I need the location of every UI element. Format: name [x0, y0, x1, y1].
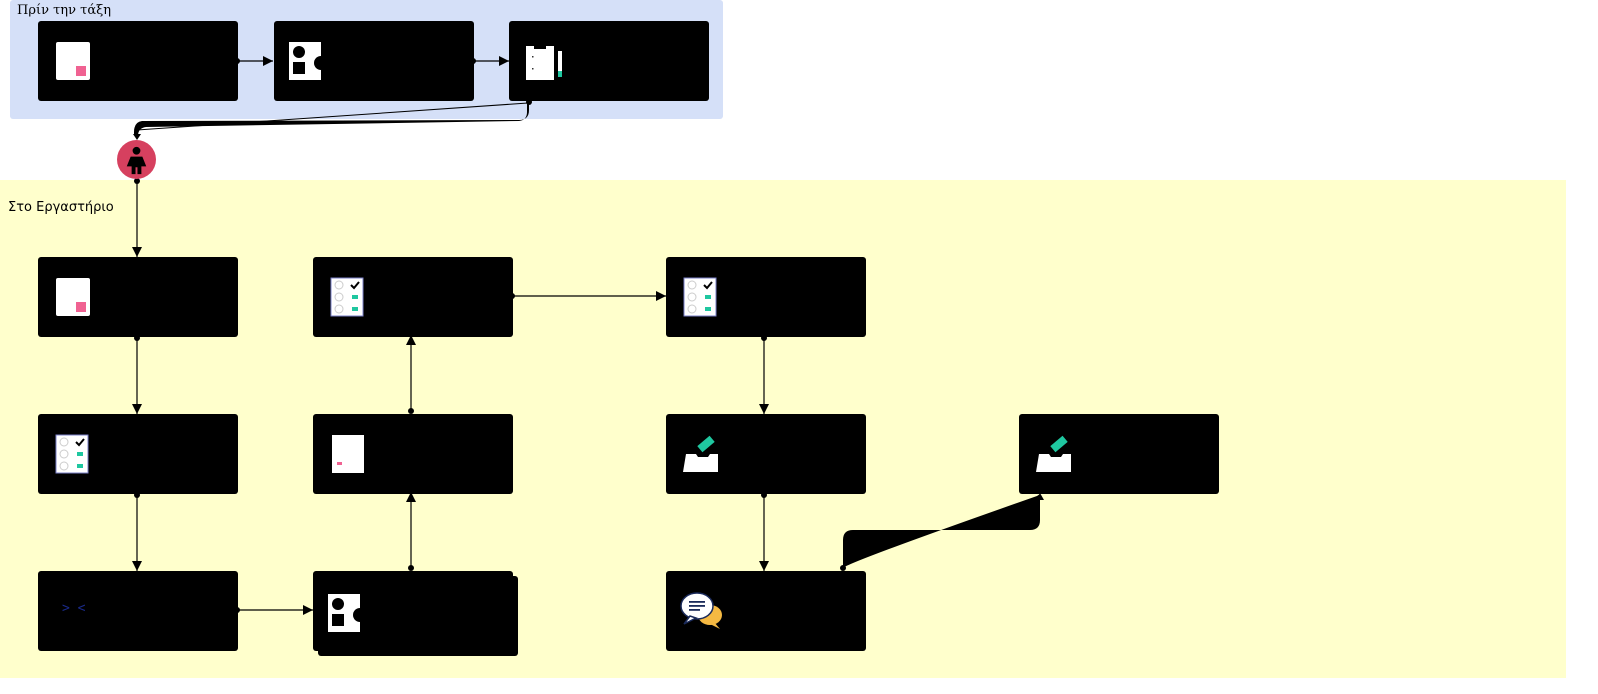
lane-title-before-class: Πρίν την τάξη: [17, 3, 112, 18]
edge-pre3-student-fill: [136, 102, 529, 131]
lane-title-in-lab: Στο Εργαστήριο: [8, 200, 114, 215]
node-lab-ballot-1[interactable]: [666, 414, 866, 494]
page-icon: [332, 435, 364, 473]
node-lab-document[interactable]: [38, 257, 238, 337]
node-lab-page[interactable]: [313, 414, 513, 494]
clipboard-pencil-icon: [526, 42, 562, 80]
node-lab-ballot-2[interactable]: [1019, 414, 1219, 494]
checklist-icon: [55, 434, 89, 474]
document-icon: [56, 278, 90, 316]
shapes-icon: [328, 594, 367, 632]
person-icon: [126, 146, 147, 175]
checklist-icon: [683, 277, 717, 317]
ballot-box-icon: [1036, 435, 1071, 472]
ballot-box-icon: [683, 435, 718, 472]
shapes-icon: [289, 42, 328, 80]
node-pre-clipboard[interactable]: [509, 21, 709, 101]
node-lab-checklist-1[interactable]: [38, 414, 238, 494]
node-lab-checklist-2[interactable]: [313, 257, 513, 337]
chat-bubbles-icon: [680, 592, 722, 629]
node-pre-document[interactable]: [38, 21, 238, 101]
checklist-icon: [330, 277, 364, 317]
node-lab-shapes[interactable]: [313, 571, 513, 651]
code-icon: > <: [62, 601, 86, 616]
document-icon: [56, 42, 90, 80]
student-person[interactable]: [117, 140, 156, 179]
node-pre-shapes[interactable]: [274, 21, 474, 101]
node-lab-checklist-3[interactable]: [666, 257, 866, 337]
node-lab-discussion[interactable]: [666, 571, 866, 651]
node-lab-code[interactable]: > <: [38, 571, 238, 651]
edge-lab9-lab10: [843, 494, 1040, 568]
